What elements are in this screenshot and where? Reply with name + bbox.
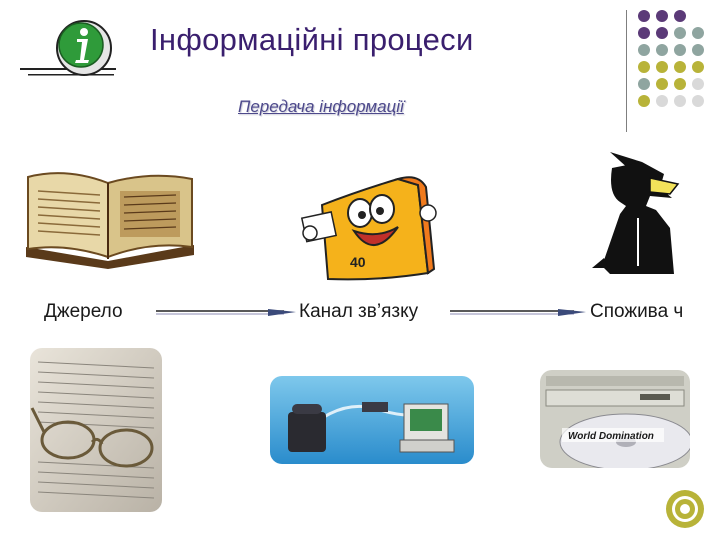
page-title: Інформаційні процеси xyxy=(150,22,474,57)
glasses-newspaper-photo xyxy=(30,348,162,512)
newspaper-character-image: 40 xyxy=(300,176,437,281)
svg-text:World Domination: World Domination xyxy=(568,431,654,442)
svg-text:40: 40 xyxy=(350,254,366,270)
arrow-channel-to-consumer xyxy=(450,309,586,316)
ring-decoration xyxy=(666,490,704,528)
cd-drive-photo: World Domination xyxy=(540,370,690,468)
section-subtitle: Передача інформації xyxy=(238,97,404,116)
divider xyxy=(626,10,627,132)
channel-label: Канал зв’язку xyxy=(299,301,419,322)
network-communication-photo xyxy=(270,376,474,464)
info-icon xyxy=(20,20,116,76)
book-image xyxy=(26,172,194,269)
dot-grid-decoration xyxy=(638,10,704,107)
reader-silhouette-image xyxy=(592,152,680,274)
source-label: Джерело xyxy=(44,301,123,322)
arrow-source-to-channel xyxy=(156,309,296,316)
consumer-label: Спожива ч xyxy=(590,301,684,322)
